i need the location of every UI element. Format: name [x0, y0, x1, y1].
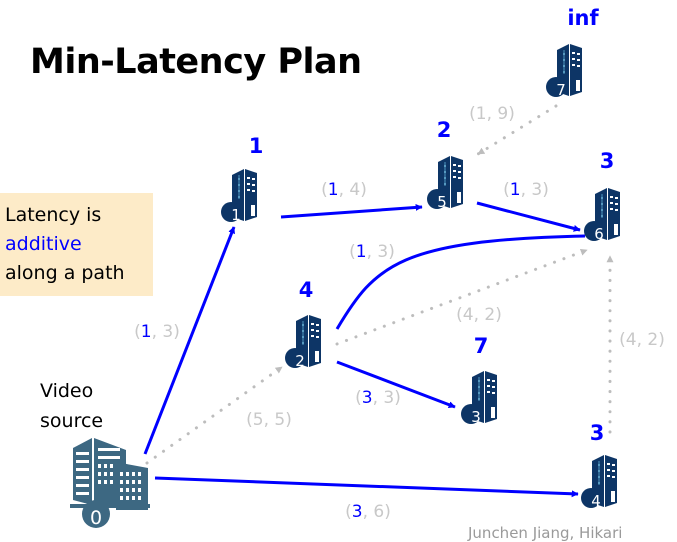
edge-label-5-6: (1, 3) [503, 180, 549, 200]
footer-text-cropped: Junchen Jiang, Hikari [468, 524, 623, 542]
node-0-video-source[interactable]: 0 [70, 438, 150, 529]
node-id: 0 [90, 507, 102, 529]
edge-2-6-alt [335, 248, 589, 346]
node-id: 5 [437, 193, 447, 211]
node-2[interactable]: 2 [284, 314, 322, 370]
latency-note: Latency is additive along a path [0, 193, 153, 296]
node-6[interactable]: 6 [583, 187, 621, 243]
edge-label-4-6: (4, 2) [619, 330, 665, 350]
edge-label-7-5: (1, 9) [469, 104, 515, 124]
cost-node-2: 4 [298, 278, 314, 302]
edge-0-1 [143, 226, 236, 455]
edge-1-5 [280, 203, 423, 219]
edge-label-2-6-alt: (4, 2) [456, 305, 502, 325]
edge-label-0-2: (5, 5) [246, 410, 292, 430]
node-id: 7 [556, 81, 566, 99]
page-title: Min-Latency Plan [30, 42, 362, 82]
edge-2-3 [336, 360, 456, 409]
edge-label-2-3: (3, 3) [355, 388, 401, 408]
node-id: 4 [591, 492, 601, 510]
edge-label-0-1: (1, 3) [134, 322, 180, 342]
edge-label-0-4: (3, 6) [345, 502, 391, 522]
cost-node-7: inf [567, 6, 599, 30]
edge-label-2-6: (1, 3) [349, 242, 395, 262]
node-7[interactable]: 7 [545, 43, 583, 99]
cost-node-3: 7 [473, 334, 489, 358]
note-line-1: Latency is [5, 204, 102, 226]
node-id: 3 [471, 408, 481, 426]
edge-label-1-5: (1, 4) [321, 180, 367, 200]
node-id: 1 [231, 206, 241, 224]
edge-0-4 [154, 476, 579, 498]
source-label-line-2: source [40, 410, 104, 432]
edge-2-6 [335, 234, 586, 330]
note-line-3: along a path [5, 262, 125, 284]
node-1[interactable]: 1 [220, 168, 258, 224]
note-highlight: additive [5, 233, 82, 255]
node-id: 2 [295, 352, 305, 370]
node-5[interactable]: 5 [426, 155, 464, 211]
source-label-line-1: Video [40, 380, 94, 402]
cost-node-6: 3 [599, 149, 615, 173]
node-id: 6 [594, 225, 604, 243]
cost-node-4: 3 [589, 421, 605, 445]
video-source-label: Video source [40, 376, 103, 436]
node-3[interactable]: 3 [460, 370, 498, 426]
node-4[interactable]: 4 [580, 454, 618, 510]
edge-5-6 [476, 201, 581, 232]
cost-node-1: 1 [248, 134, 264, 158]
cost-node-5: 2 [436, 118, 452, 142]
